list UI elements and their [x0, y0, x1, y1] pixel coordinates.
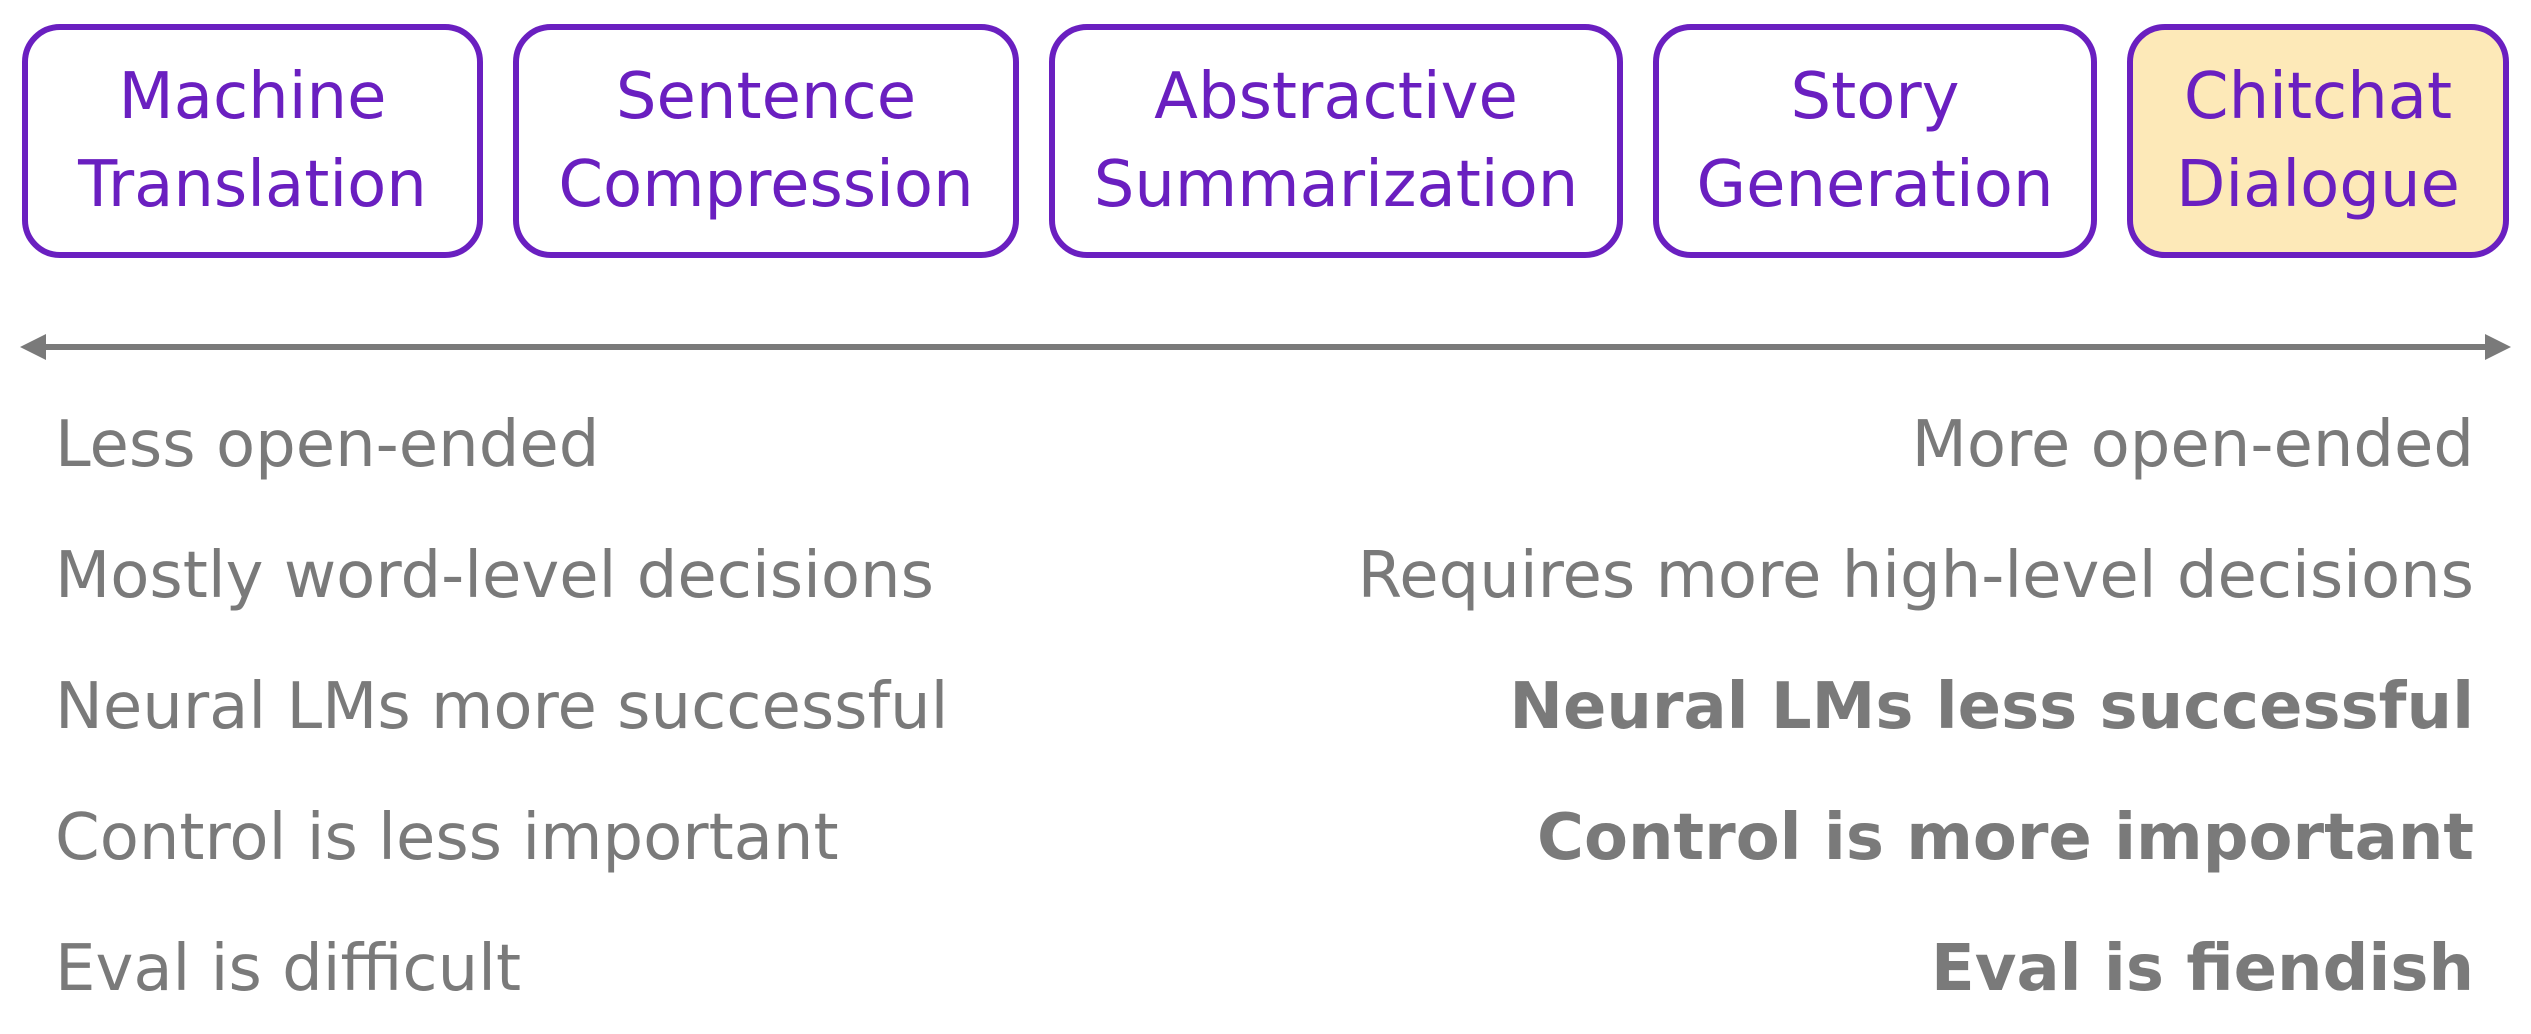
left-comparison-1: Mostly word-level decisions	[55, 539, 934, 613]
task-box-sentence-compression: Sentence Compression	[513, 24, 1019, 258]
task-box-abstractive-summarization: Abstractive Summarization	[1049, 24, 1623, 258]
open-endedness-axis	[20, 334, 2511, 360]
task-label: Sentence Compression	[558, 60, 974, 222]
axis-right-arrowhead	[2485, 334, 2511, 360]
right-comparison-4: Eval is fiendish	[1931, 932, 2474, 1006]
right-comparison-3: Control is more important	[1537, 801, 2474, 875]
left-comparison-4: Eval is difficult	[55, 932, 522, 1006]
task-box-story-generation: Story Generation	[1653, 24, 2097, 258]
left-comparison-0: Less open-ended	[55, 408, 600, 482]
task-label: Story Generation	[1696, 60, 2054, 222]
left-comparison-2: Neural LMs more successful	[55, 670, 949, 744]
axis-left-arrowhead	[20, 334, 46, 360]
left-comparison-3: Control is less important	[55, 801, 839, 875]
right-comparison-2: Neural LMs less successful	[1509, 670, 2474, 744]
right-comparison-1: Requires more high-level decisions	[1357, 539, 2474, 613]
task-label: Chitchat Dialogue	[2176, 60, 2460, 222]
task-box-machine-translation: Machine Translation	[22, 24, 483, 258]
task-label: Abstractive Summarization	[1093, 60, 1579, 222]
task-label: Machine Translation	[78, 60, 427, 222]
right-comparison-0: More open-ended	[1911, 408, 2474, 482]
task-box-chitchat-dialogue: Chitchat Dialogue	[2127, 24, 2509, 258]
